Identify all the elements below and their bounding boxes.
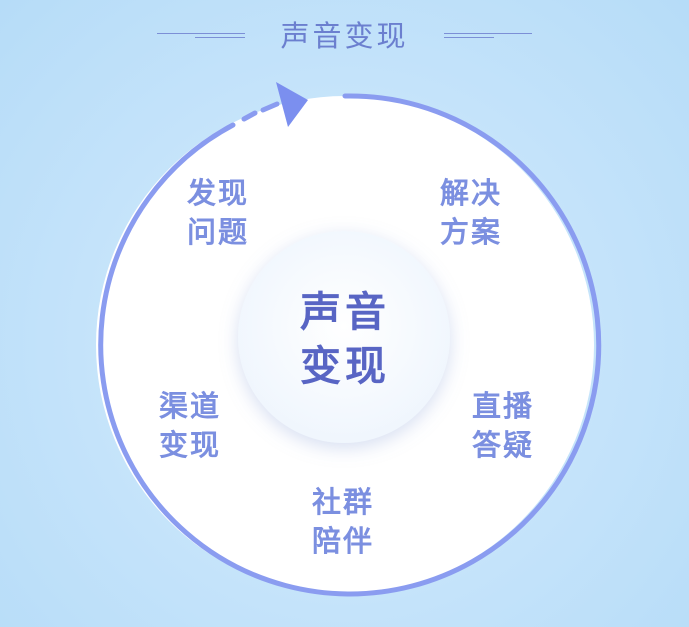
- page-title: 声音变现: [280, 19, 409, 53]
- stage-label-live-qa: 直播 答疑: [443, 387, 563, 465]
- header: 声音变现: [0, 0, 689, 70]
- stage-label-line: 社群: [311, 485, 374, 519]
- header-decor-right-line-1: [444, 33, 532, 34]
- stage-label-line: 渠道: [158, 389, 221, 423]
- stage-label-community: 社群 陪伴: [283, 483, 403, 561]
- stage-label-discover-problem: 发现 问题: [158, 174, 278, 252]
- center-title: 声音 变现: [255, 285, 435, 393]
- stage-label-line: 问题: [186, 215, 249, 249]
- stage-label-line: 发现: [186, 176, 249, 210]
- stage-label-line: 变现: [158, 428, 221, 462]
- center-disc: [238, 231, 450, 443]
- header-decor-right-line-2: [444, 37, 494, 38]
- cycle-arrow-icon: [276, 82, 308, 127]
- cycle-ring-dash-2: [260, 101, 280, 113]
- stage-label-line: 解决: [439, 176, 502, 210]
- stage-label-line: 直播: [471, 389, 534, 423]
- stage-label-channel-monetize: 渠道 变现: [130, 387, 250, 465]
- stage-label-line: 答疑: [471, 428, 534, 462]
- center-title-line: 变现: [300, 342, 390, 390]
- cycle-ring-dash-1: [241, 110, 258, 122]
- header-decor-left-line-2: [195, 37, 245, 38]
- stage-label-line: 陪伴: [311, 524, 374, 558]
- stage-label-solution: 解决 方案: [411, 174, 531, 252]
- stage-label-line: 方案: [439, 215, 502, 249]
- center-title-line: 声音: [300, 288, 390, 336]
- cycle-ring-arc: [98, 93, 602, 597]
- header-decor-left-line-1: [157, 33, 245, 34]
